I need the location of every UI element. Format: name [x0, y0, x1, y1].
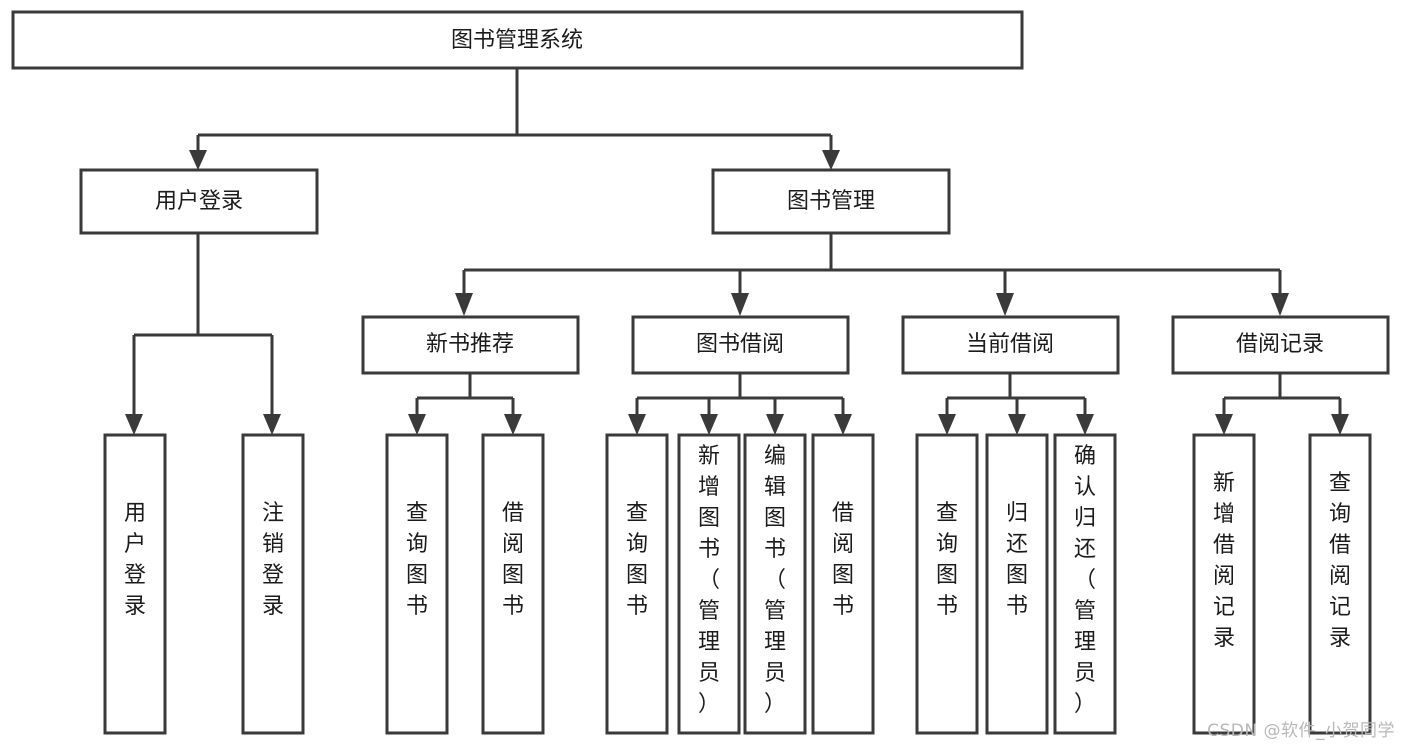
node-book-manage[interactable]: 图书管理 — [711, 168, 951, 235]
node-book-borrow-box[interactable] — [631, 315, 850, 375]
node-leaf-return-book-box[interactable] — [985, 433, 1049, 735]
node-leaf-query-book-1[interactable]: 查询图书 — [385, 433, 449, 735]
node-leaf-add-record[interactable]: 新增借阅记录 — [1192, 433, 1256, 735]
node-user-login-label: 用户登录 — [155, 189, 243, 214]
arrow-head-leaf-query-book-3 — [938, 414, 956, 435]
arrow-head-leaf-logout — [263, 414, 281, 435]
node-leaf-edit-book-box[interactable] — [743, 433, 807, 735]
arrow-head-user-login — [189, 150, 207, 170]
arrow-head-borrow-record — [1271, 293, 1289, 316]
node-user-login[interactable]: 用户登录 — [79, 168, 319, 235]
node-leaf-query-record[interactable]: 查询借阅记录 — [1308, 433, 1372, 735]
node-book-borrow[interactable]: 图书借阅 — [631, 315, 850, 375]
node-leaf-logout[interactable]: 注销登录 — [241, 433, 305, 735]
node-new-book-rec[interactable]: 新书推荐 — [361, 315, 580, 375]
node-user-login-box[interactable] — [79, 168, 319, 235]
node-leaf-borrow-book-2-box[interactable] — [811, 433, 875, 735]
node-leaf-add-record-box[interactable] — [1192, 433, 1256, 735]
arrow-head-book-manage — [822, 150, 840, 170]
arrow-head-leaf-query-record — [1331, 414, 1349, 435]
node-leaf-edit-book-label: 编辑图书（管理员） — [764, 444, 786, 717]
node-leaf-query-book-1-label: 查询图书 — [406, 501, 428, 619]
node-leaf-query-book-2-label: 查询图书 — [626, 501, 648, 619]
arrow-head-leaf-query-book-2 — [628, 414, 646, 435]
node-leaf-add-book-box[interactable] — [677, 433, 741, 735]
node-leaf-borrow-book-1-label: 借阅图书 — [502, 501, 524, 619]
node-root[interactable]: 图书管理系统 — [11, 10, 1024, 70]
node-root-label: 图书管理系统 — [451, 28, 583, 53]
node-leaf-query-record-label: 查询借阅记录 — [1329, 471, 1351, 651]
node-borrow-record-box[interactable] — [1171, 315, 1390, 375]
node-leaf-return-book[interactable]: 归还图书 — [985, 433, 1049, 735]
node-leaf-add-record-label: 新增借阅记录 — [1213, 471, 1235, 651]
node-leaf-user-login-label: 用户登录 — [124, 501, 146, 619]
node-leaf-edit-book[interactable]: 编辑图书（管理员） — [743, 433, 807, 735]
arrow-head-leaf-add-book — [700, 414, 718, 435]
node-leaf-add-book[interactable]: 新增图书（管理员） — [677, 433, 741, 735]
node-leaf-confirm-return[interactable]: 确认归还（管理员） — [1053, 433, 1117, 735]
arrow-head-leaf-add-record — [1215, 414, 1233, 435]
arrow-head-new-book-rec — [455, 293, 473, 316]
node-leaf-query-book-3-label: 查询图书 — [936, 501, 958, 619]
node-leaf-add-book-label: 新增图书（管理员） — [698, 444, 720, 717]
node-current-borrow-label: 当前借阅 — [966, 332, 1054, 357]
node-leaf-query-book-2-box[interactable] — [605, 433, 669, 735]
arrow-head-leaf-return-book — [1008, 414, 1026, 435]
node-new-book-rec-label: 新书推荐 — [426, 332, 514, 357]
node-leaf-query-record-box[interactable] — [1308, 433, 1372, 735]
node-borrow-record[interactable]: 借阅记录 — [1171, 315, 1390, 375]
node-leaf-confirm-return-box[interactable] — [1053, 433, 1117, 735]
node-leaf-query-book-1-box[interactable] — [385, 433, 449, 735]
arrow-head-leaf-confirm-return — [1076, 414, 1094, 435]
node-leaf-query-book-3-box[interactable] — [915, 433, 979, 735]
node-book-manage-box[interactable] — [711, 168, 951, 235]
arrow-head-leaf-borrow-book-2 — [834, 414, 852, 435]
node-current-borrow[interactable]: 当前借阅 — [901, 315, 1120, 375]
node-leaf-query-book-2[interactable]: 查询图书 — [605, 433, 669, 735]
node-leaf-logout-box[interactable] — [241, 433, 305, 735]
node-leaf-logout-label: 注销登录 — [262, 501, 284, 619]
arrow-head-leaf-user-login — [125, 414, 143, 435]
node-borrow-record-label: 借阅记录 — [1236, 332, 1324, 357]
arrow-head-book-borrow — [731, 293, 749, 316]
node-leaf-borrow-book-1-box[interactable] — [481, 433, 545, 735]
node-leaf-borrow-book-2[interactable]: 借阅图书 — [811, 433, 875, 735]
node-book-manage-label: 图书管理 — [787, 189, 875, 214]
node-root-box[interactable] — [11, 10, 1024, 70]
node-current-borrow-box[interactable] — [901, 315, 1120, 375]
node-leaf-query-book-3[interactable]: 查询图书 — [915, 433, 979, 735]
arrow-head-leaf-borrow-book-1 — [504, 414, 522, 435]
node-leaf-borrow-book-1[interactable]: 借阅图书 — [481, 433, 545, 735]
node-leaf-user-login[interactable]: 用户登录 — [103, 433, 167, 735]
arrow-head-current-borrow — [996, 293, 1014, 316]
node-leaf-user-login-box[interactable] — [103, 433, 167, 735]
connector-layer — [125, 68, 1349, 435]
node-leaf-borrow-book-2-label: 借阅图书 — [832, 501, 854, 619]
node-new-book-rec-box[interactable] — [361, 315, 580, 375]
arrow-head-leaf-edit-book — [766, 414, 784, 435]
arrow-head-leaf-query-book-1 — [408, 414, 426, 435]
node-leaf-return-book-label: 归还图书 — [1006, 501, 1028, 619]
node-leaf-confirm-return-label: 确认归还（管理员） — [1074, 444, 1096, 717]
node-book-borrow-label: 图书借阅 — [696, 332, 784, 357]
